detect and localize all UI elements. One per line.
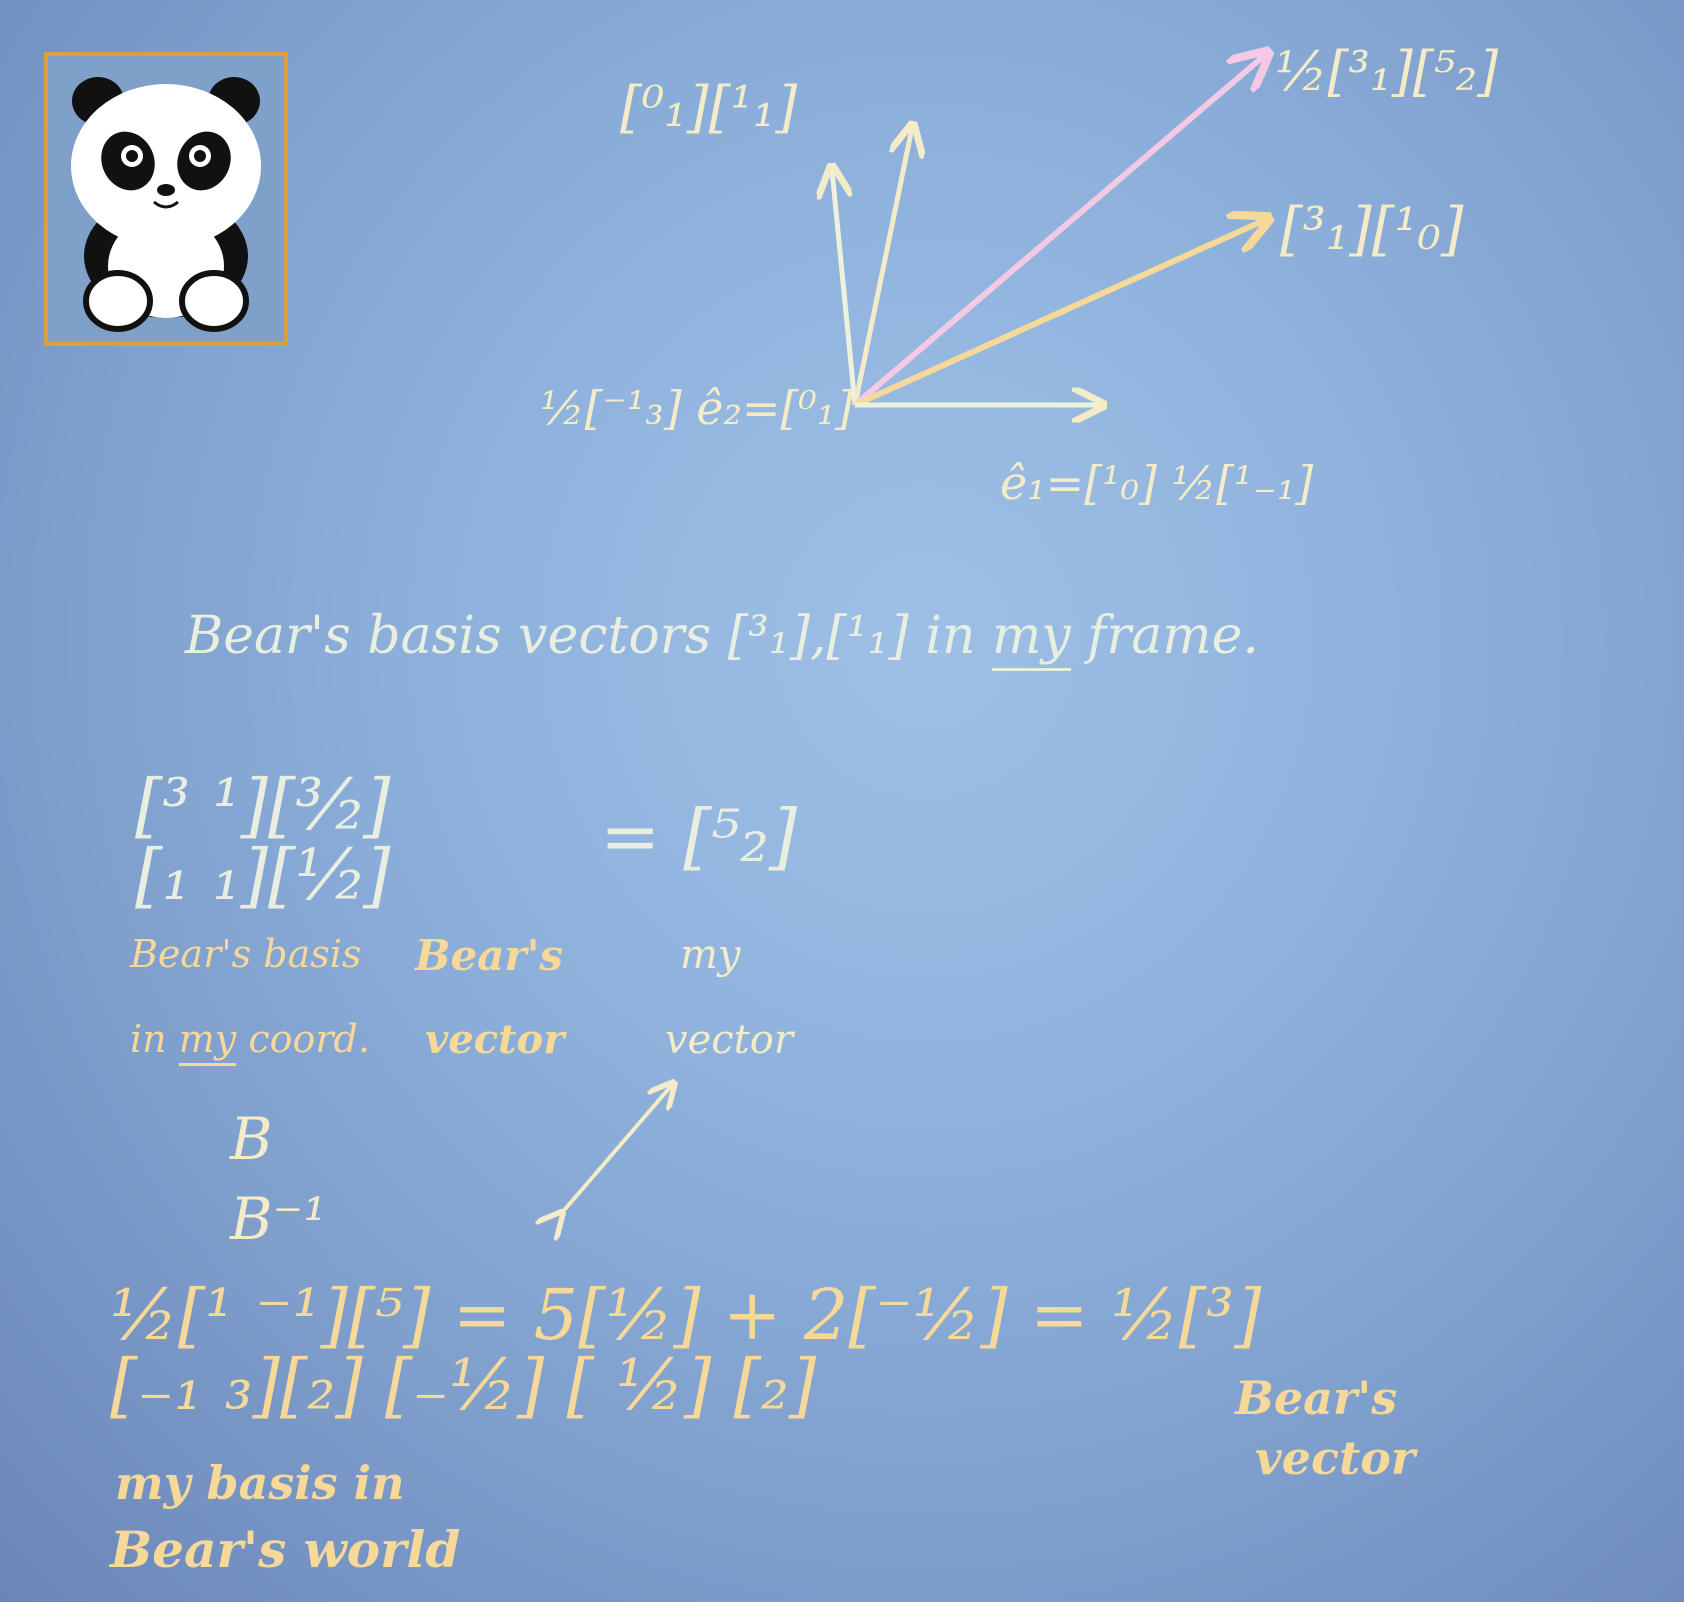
arrow-double-headed	[560, 1085, 672, 1215]
note-bears-vector-line2: vector	[425, 1016, 565, 1063]
arrow-e2	[832, 170, 858, 406]
note-bears-basis-line2: in my coord.	[130, 1017, 370, 1066]
arrow-my-vector	[853, 55, 1265, 408]
arrow-bear-basis-1	[853, 220, 1265, 408]
equation1-rhs: = [⁵₂]	[600, 794, 798, 878]
label-right-mid: [³₁][¹₀]	[1280, 195, 1464, 263]
caption-my: my	[991, 606, 1071, 671]
symbol-b: B	[230, 1105, 273, 1173]
note-bears-vector-2-line2: vector	[1255, 1431, 1416, 1485]
panda-logo-frame	[44, 52, 288, 346]
note-my-vector-line2: vector	[665, 1017, 793, 1063]
label-left-mid: ½[⁻¹₃] ê₂=[⁰₁]	[540, 381, 854, 435]
label-top-right: ½[³₁][⁵₂]	[1275, 40, 1499, 103]
panda-logo	[71, 77, 261, 332]
equation1-row2: [₁ ₁][¹⁄₂]	[135, 834, 391, 916]
caption-prefix: Bear's basis vectors [³₁],[¹₁] in	[185, 606, 976, 666]
label-top-left: [⁰₁][¹₁]	[620, 75, 798, 140]
note-bears-vector-2-line1: Bear's	[1235, 1371, 1398, 1425]
symbol-b-inverse: B⁻¹	[230, 1185, 327, 1253]
note-my-vector-line1: my	[680, 932, 741, 978]
equation2-row1: ½[¹ ⁻¹][⁵] = 5[½] + 2[⁻½] = ½[³]	[110, 1274, 1262, 1356]
note-my-underlined: my	[178, 1017, 237, 1066]
note-my-basis-line1: my basis in	[115, 1456, 405, 1510]
note-my-basis-line2: Bear's world	[110, 1520, 461, 1579]
caption-suffix: frame.	[1087, 606, 1259, 666]
label-bottom-mid: ê₁=[¹₀] ½[¹₋₁]	[1000, 456, 1314, 510]
caption-line: Bear's basis vectors [³₁],[¹₁] in my fra…	[185, 606, 1259, 671]
equation1-row1: [³ ¹][³⁄₂]	[135, 764, 391, 846]
note-bears-vector-line1: Bear's	[415, 931, 564, 980]
note-bears-basis-line1: Bear's basis	[130, 932, 362, 976]
arrow-bear-basis-2	[852, 128, 912, 406]
equation2-row2: [₋₁ ₃][₂] [₋½] [ ½] [₂]	[110, 1344, 817, 1426]
